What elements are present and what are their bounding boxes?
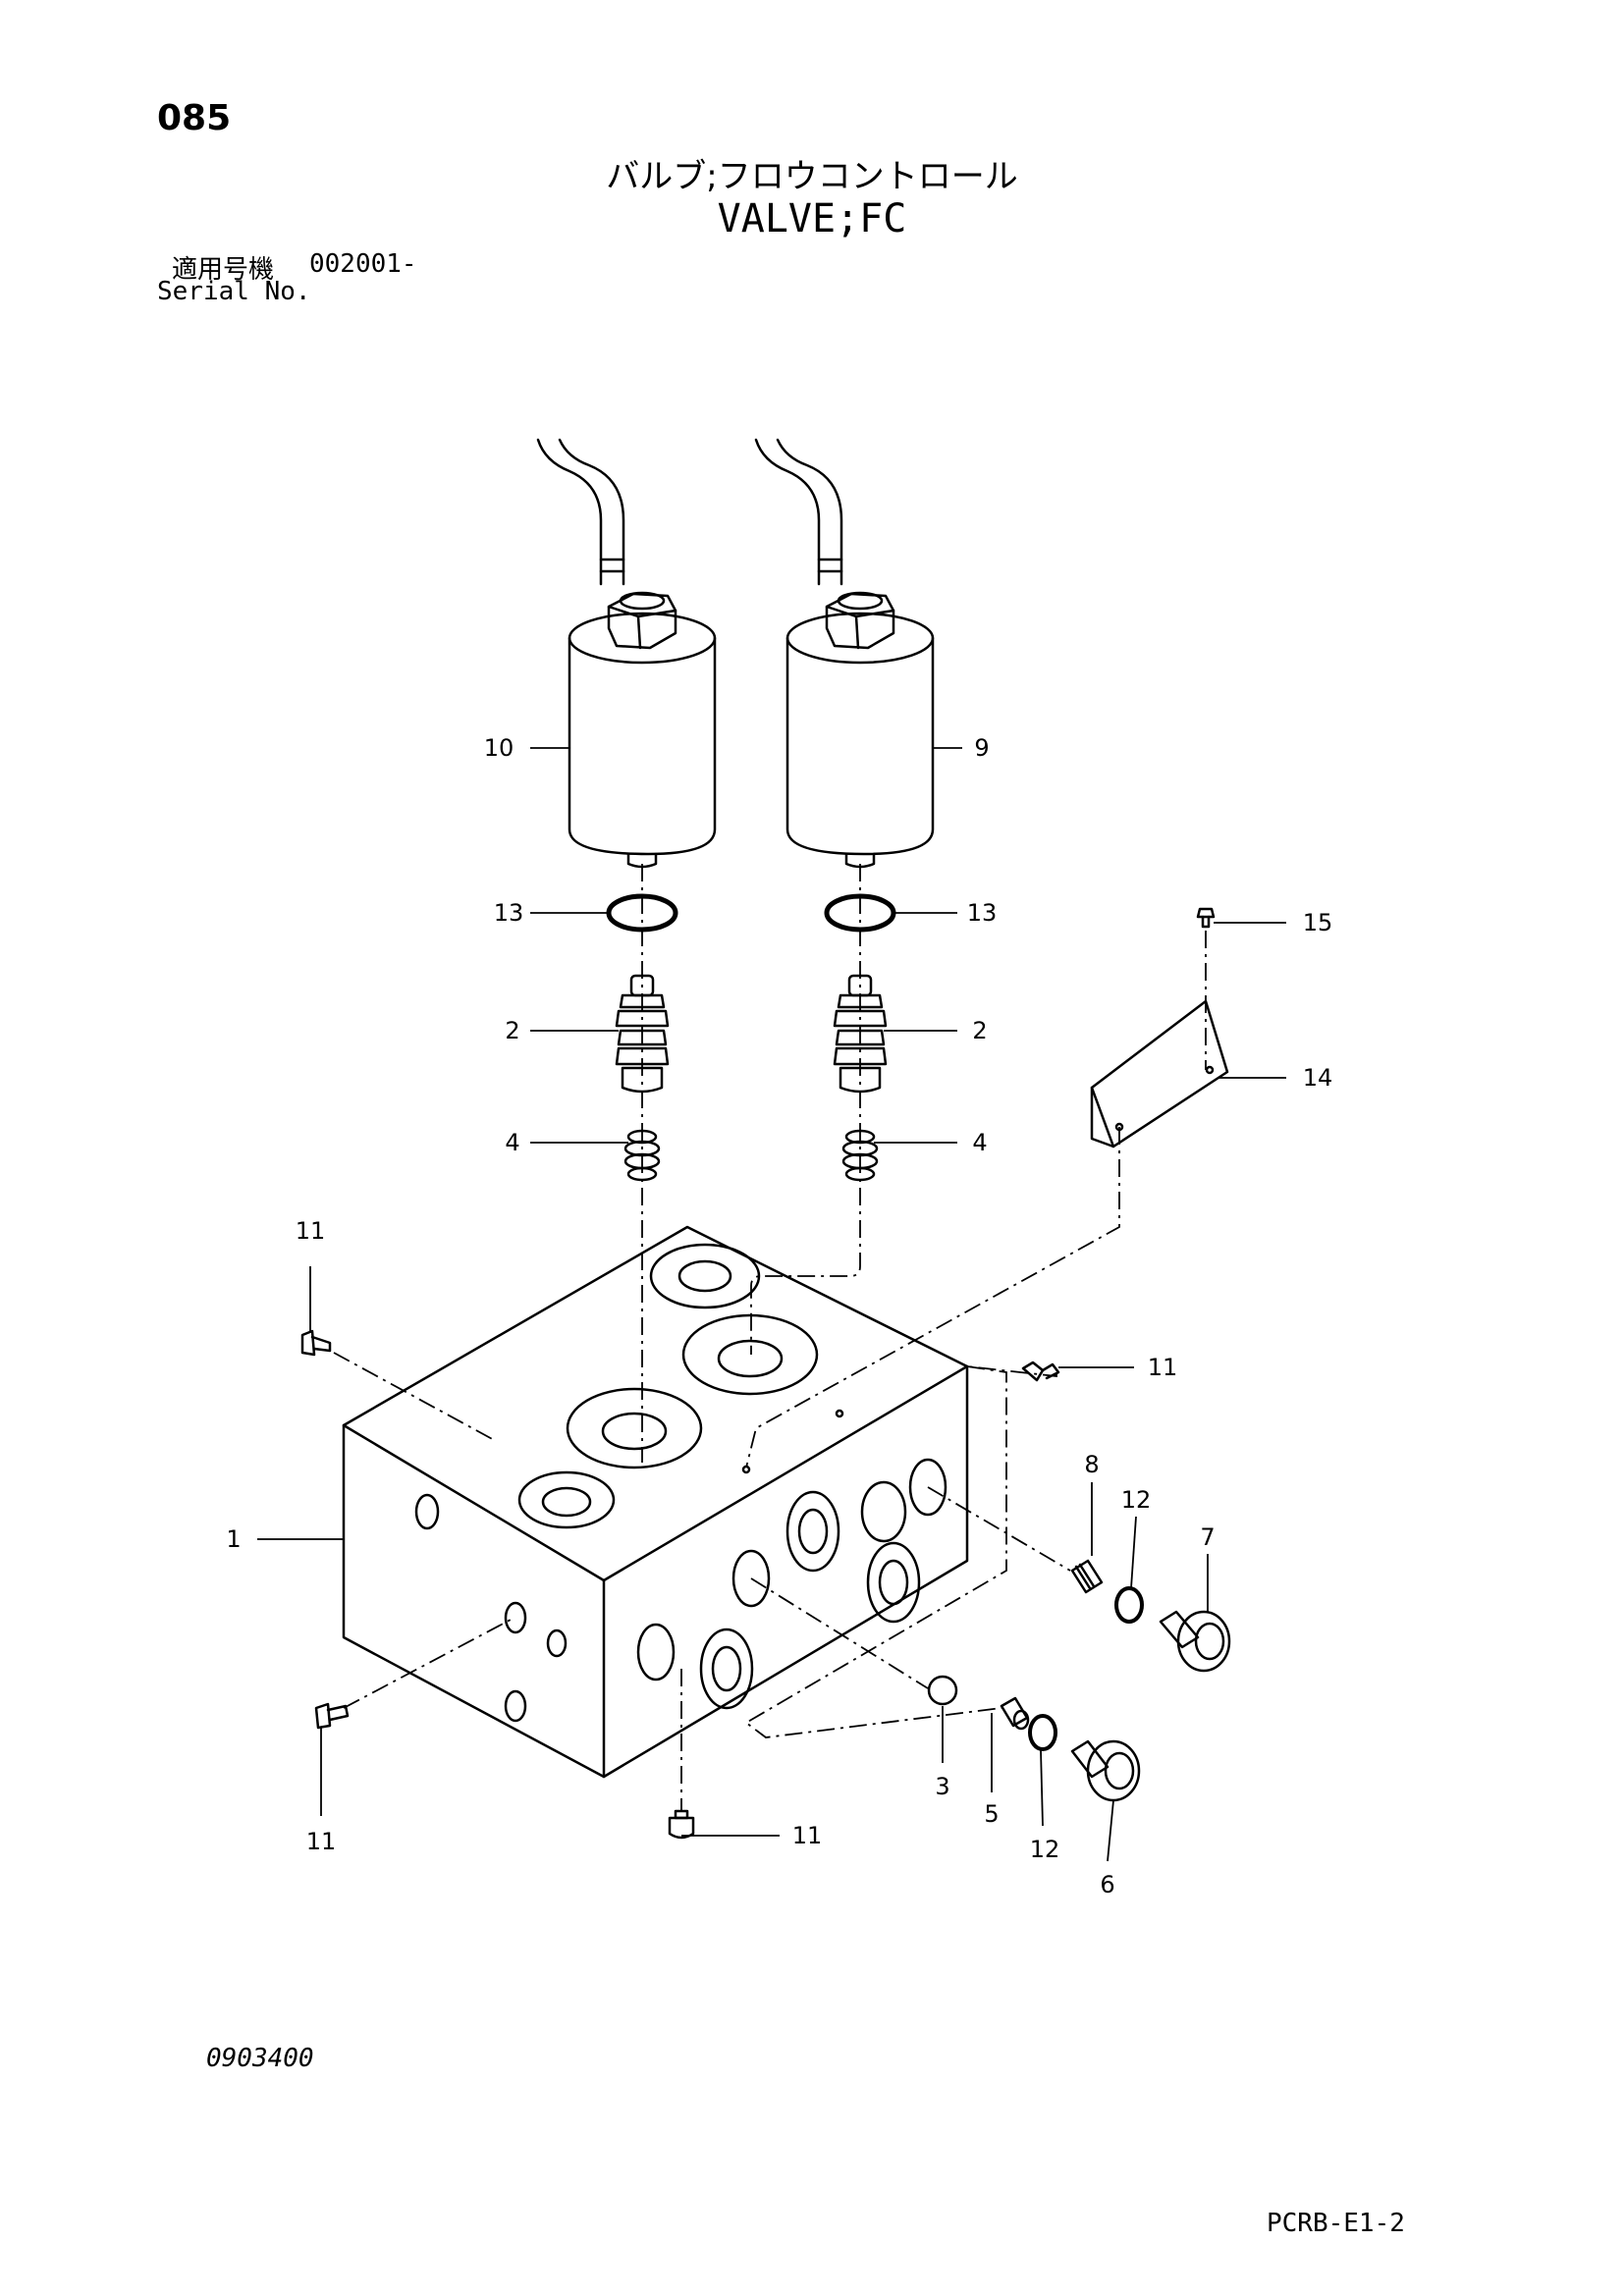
sheet-code: PCRB-E1-2 [1267, 2209, 1405, 2238]
serial-value: 002001- [309, 249, 417, 279]
callout-7: 7 [1200, 1523, 1215, 1551]
callout-4-left: 4 [505, 1129, 519, 1156]
screw-bottom [668, 1809, 695, 1840]
set-screw [1070, 1559, 1104, 1594]
screw-top-left [300, 1329, 332, 1357]
callout-4-right: 4 [972, 1129, 987, 1156]
title-japanese: バルブ;フロウコントロール [606, 157, 1018, 196]
callout-15: 15 [1303, 909, 1333, 936]
callout-11-bottom-left: 11 [306, 1828, 337, 1855]
callout-13-left: 13 [494, 899, 524, 927]
callout-11-bottom: 11 [792, 1822, 823, 1849]
callout-9: 9 [974, 734, 989, 762]
plate-bracket [1090, 999, 1229, 1148]
callout-1: 1 [226, 1525, 241, 1553]
screw-top-right [1021, 1361, 1060, 1382]
callout-14: 14 [1303, 1064, 1333, 1092]
screw-bottom-left [314, 1702, 350, 1730]
callout-10: 10 [484, 734, 514, 762]
callout-12-upper: 12 [1121, 1486, 1152, 1514]
callout-5: 5 [984, 1800, 999, 1828]
plug-upper [1159, 1610, 1231, 1673]
callout-6: 6 [1100, 1871, 1114, 1898]
solenoid-left [536, 438, 717, 869]
callout-11-top-left: 11 [296, 1217, 326, 1245]
callout-8: 8 [1084, 1451, 1099, 1478]
callout-2-left: 2 [505, 1017, 519, 1044]
drawing-code: 0903400 [206, 2044, 314, 2073]
callout-12-lower: 12 [1030, 1836, 1060, 1863]
centerlines [333, 864, 1207, 1811]
bolt-top [1196, 907, 1216, 929]
callout-13-right: 13 [967, 899, 998, 927]
serial-label-japanese: 適用号機 [172, 255, 275, 285]
callout-11-right: 11 [1148, 1354, 1178, 1381]
leader-lines [257, 747, 1286, 1862]
plug-lower [1070, 1739, 1141, 1802]
callout-3: 3 [935, 1773, 949, 1800]
o-ring-lower [1028, 1714, 1057, 1751]
o-ring-upper [1114, 1586, 1144, 1624]
page-number: 085 [157, 98, 232, 138]
title-english: VALVE;FC [717, 196, 907, 241]
valve-body [342, 1225, 969, 1779]
steel-ball [927, 1675, 958, 1706]
serial-label-english: Serial No. [157, 277, 311, 306]
callout-2-right: 2 [972, 1017, 987, 1044]
solenoid-right [754, 438, 935, 869]
spring-small [1000, 1696, 1030, 1731]
callouts: 10 9 13 13 2 2 4 4 15 14 11 11 11 11 1 8… [226, 734, 1332, 1898]
